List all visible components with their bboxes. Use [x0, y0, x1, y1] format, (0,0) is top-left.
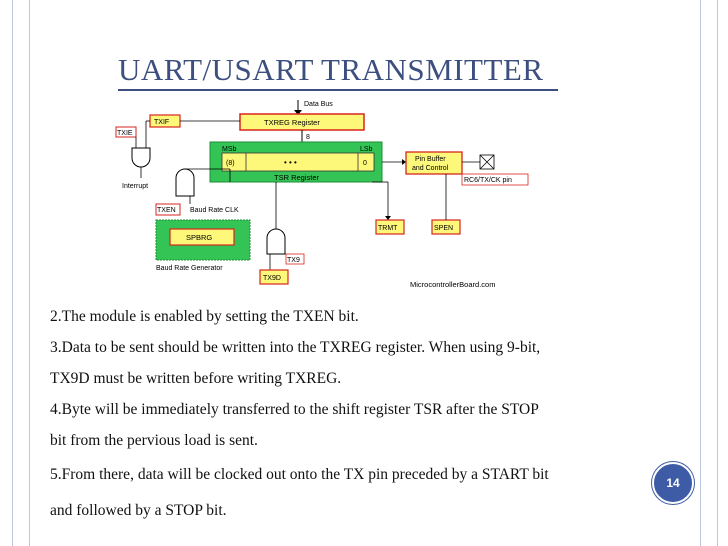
- page-number: 14: [666, 476, 680, 490]
- txen-label: TXEN: [157, 207, 176, 214]
- txie-label: TXIE: [117, 130, 133, 137]
- tx9d-box: [259, 269, 289, 285]
- data-bus-arrowhead: [294, 110, 302, 115]
- spbrg-box: [169, 228, 235, 246]
- spen-label: SPEN: [434, 225, 453, 232]
- body-line-3: TX9D must be written before writing TXRE…: [50, 370, 342, 387]
- slide-title: UART/USART TRANSMITTER: [118, 52, 544, 87]
- tx9-label: TX9: [287, 257, 300, 264]
- body-line-4: 4.Byte will be immediately transferred t…: [50, 401, 539, 418]
- pin-label: RC6/TX/CK pin: [464, 177, 512, 184]
- txreg-label: TXREG Register: [264, 118, 320, 127]
- tsr-dots: • • •: [284, 158, 297, 167]
- pin-buffer-label-1: Pin Buffer: [415, 156, 446, 163]
- spbrg-label: SPBRG: [186, 233, 212, 242]
- trmt-label: TRMT: [378, 225, 398, 232]
- body-line-6: 5.From there, data will be clocked out o…: [50, 466, 549, 483]
- txen-and-gate: [175, 168, 195, 197]
- body-line-5: bit from the pervious load is sent.: [50, 432, 258, 449]
- tx9-box: [285, 253, 305, 265]
- lsb-value: 0: [363, 160, 367, 167]
- baud-clk-label: Baud Rate CLK: [190, 207, 239, 214]
- pin-buffer-label-2: and Control: [412, 165, 449, 172]
- baud-gen-label: Baud Rate Generator: [156, 265, 223, 272]
- body-line-2: 3.Data to be sent should be written into…: [50, 339, 541, 356]
- left-border-decoration: [12, 0, 30, 546]
- tx9d-label: TX9D: [263, 275, 281, 282]
- interrupt-label: Interrupt: [122, 183, 148, 190]
- body-line-7: and followed by a STOP bit.: [50, 502, 227, 519]
- lsb-label: LSb: [360, 146, 373, 153]
- interrupt-and-gate: [131, 147, 151, 168]
- msb-value: (8): [226, 160, 235, 167]
- tsr-inner-box: [221, 152, 375, 172]
- title-underline: [118, 89, 558, 91]
- txen-box: [155, 203, 181, 216]
- trmt-arrowhead: [385, 216, 391, 220]
- right-border-decoration: [700, 0, 718, 546]
- txie-box: [115, 126, 137, 138]
- txif-label: TXIF: [154, 119, 169, 126]
- pin-label-box: [461, 173, 529, 186]
- trmt-box: [375, 219, 405, 235]
- data-bus-label: Data Bus: [304, 101, 333, 108]
- tsr-pin-arrowhead: [402, 159, 406, 165]
- pin-x-line-2: [479, 154, 495, 170]
- watermark: MicrocontrollerBoard.com: [410, 280, 495, 289]
- tx9-and-gate: [266, 228, 286, 255]
- pin-buffer-box: [405, 151, 463, 175]
- tsr-label: TSR Register: [274, 173, 320, 182]
- page-number-badge: 14: [652, 462, 694, 504]
- bus-width-label: 8: [306, 134, 310, 141]
- msb-label: MSb: [222, 146, 237, 153]
- uart-transmitter-diagram: Data Bus TXIF TXREG Register 8 TXIE MSb …: [115, 100, 529, 289]
- body-line-1: 2.The module is enabled by setting the T…: [50, 308, 359, 325]
